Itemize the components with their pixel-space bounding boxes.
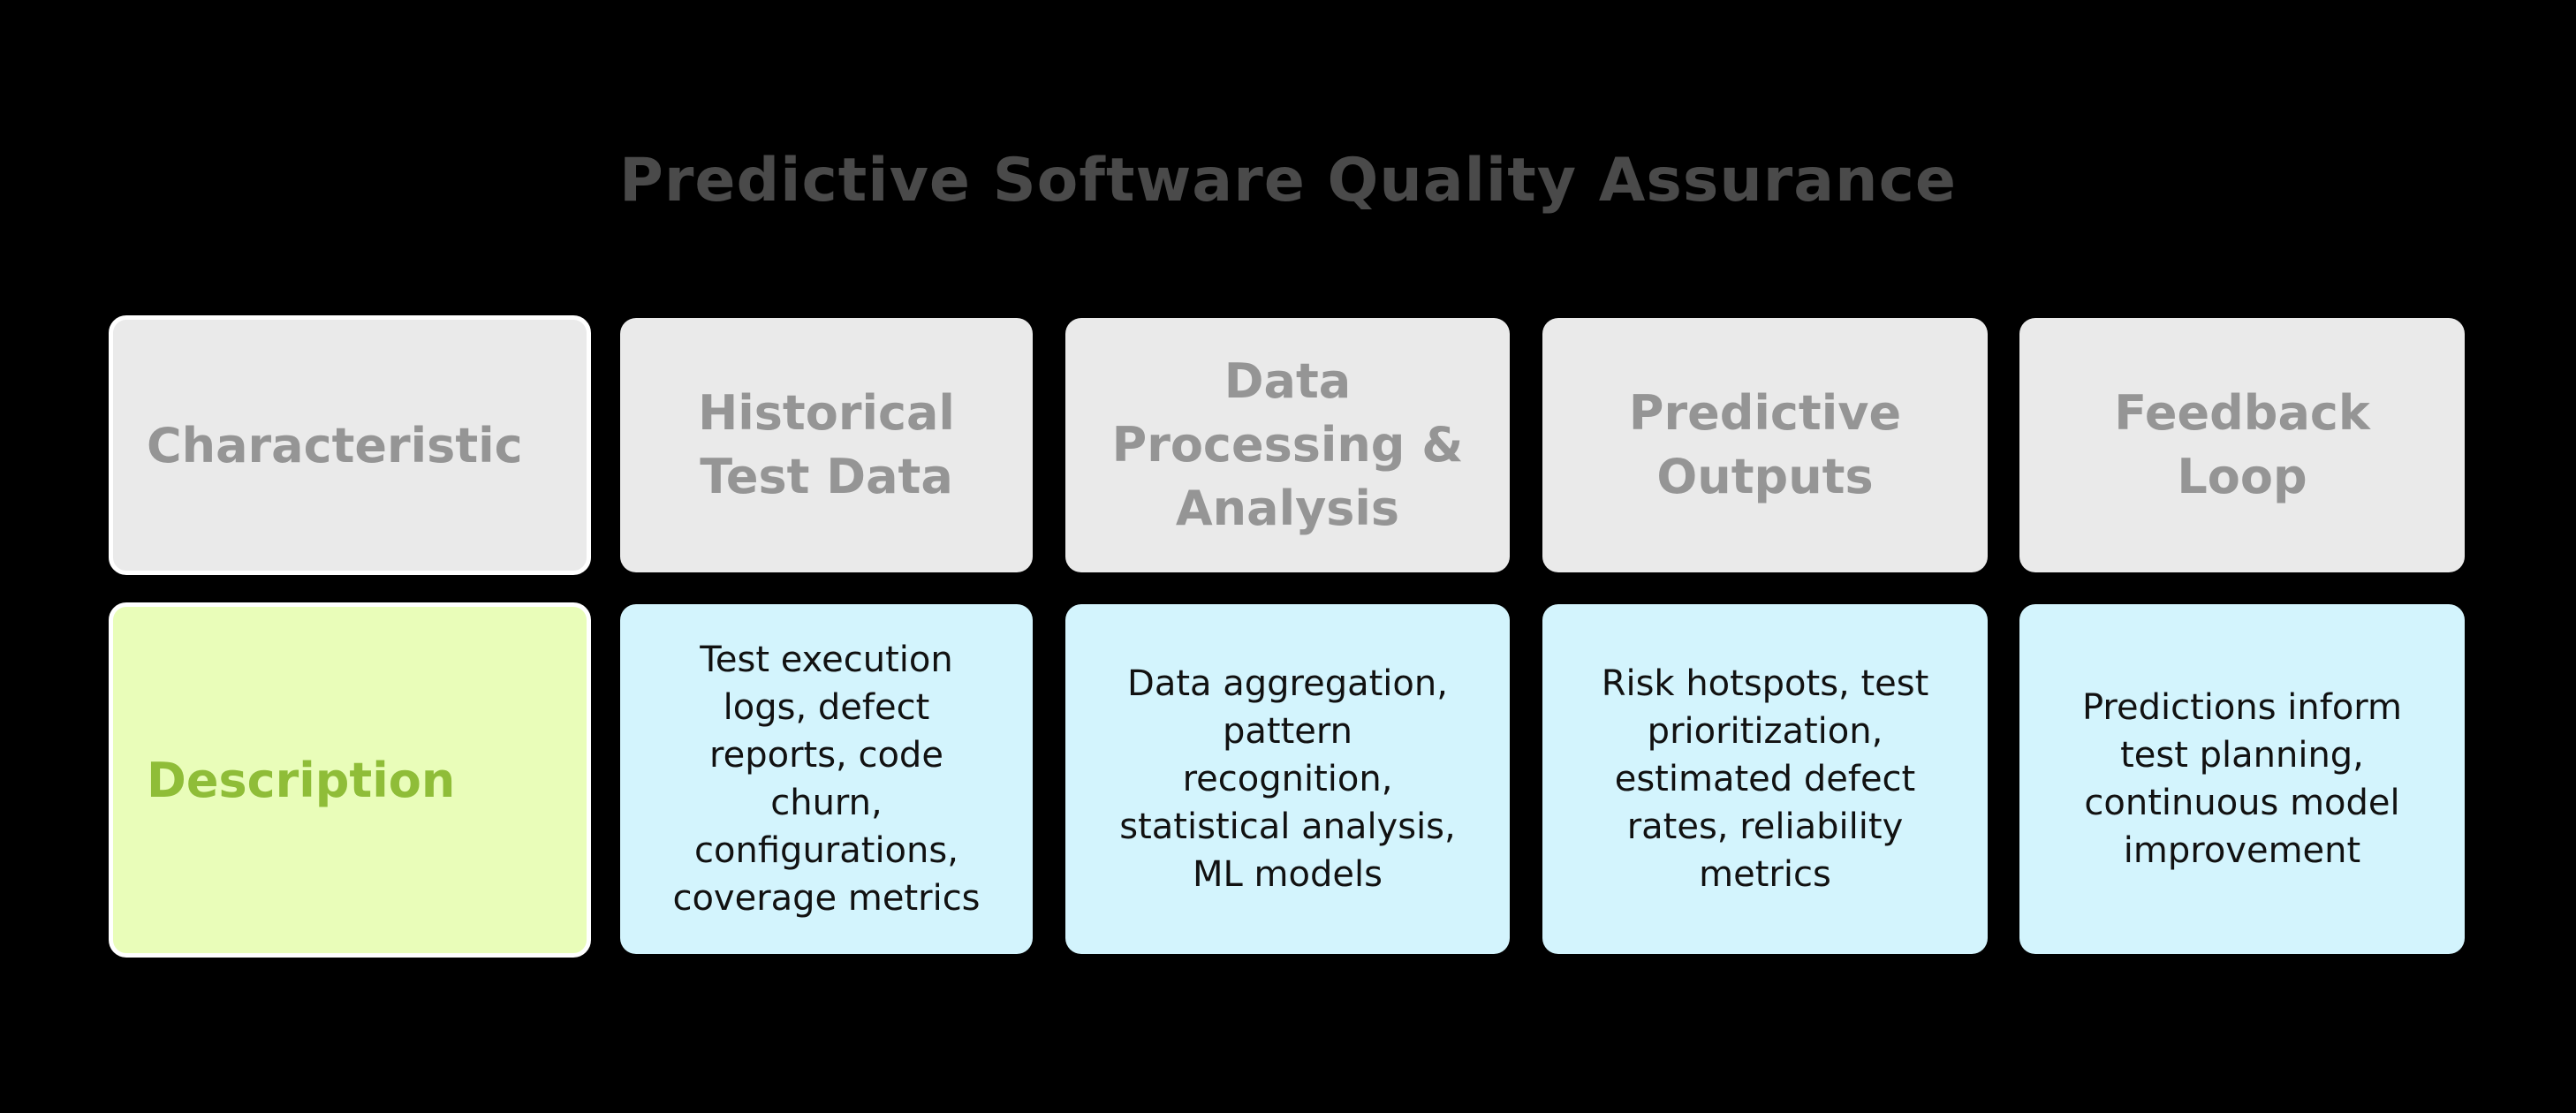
description-text: Data aggregation, pattern recognition, s… bbox=[1119, 663, 1456, 895]
diagram-title: Predictive Software Quality Assurance bbox=[618, 146, 1957, 216]
column-header-historical-test-data: Historical Test Data bbox=[620, 318, 1033, 572]
column-header-label: Predictive Outputs bbox=[1628, 385, 1902, 504]
column-header-label: Feedback Loop bbox=[2114, 385, 2370, 504]
column-header-feedback-loop: Feedback Loop bbox=[2019, 318, 2465, 572]
row-header-label: Characteristic bbox=[147, 417, 523, 473]
description-text: Predictions inform test planning, contin… bbox=[2082, 687, 2402, 871]
column-header-data-processing: Data Processing & Analysis bbox=[1065, 318, 1510, 572]
row-header-characteristic: Characteristic bbox=[109, 315, 591, 575]
column-header-label: Data Processing & Analysis bbox=[1111, 353, 1464, 536]
description-text: Risk hotspots, test prioritization, esti… bbox=[1601, 663, 1929, 895]
description-predictive-outputs: Risk hotspots, test prioritization, esti… bbox=[1542, 604, 1988, 954]
description-historical-test-data: Test execution logs, defect reports, cod… bbox=[620, 604, 1033, 954]
description-feedback-loop: Predictions inform test planning, contin… bbox=[2019, 604, 2465, 954]
row-label-description: Description bbox=[109, 602, 591, 958]
column-header-label: Historical Test Data bbox=[698, 385, 955, 504]
description-data-processing: Data aggregation, pattern recognition, s… bbox=[1065, 604, 1510, 954]
description-text: Test execution logs, defect reports, cod… bbox=[672, 640, 981, 919]
column-header-predictive-outputs: Predictive Outputs bbox=[1542, 318, 1988, 572]
row-label-text: Description bbox=[147, 752, 456, 808]
